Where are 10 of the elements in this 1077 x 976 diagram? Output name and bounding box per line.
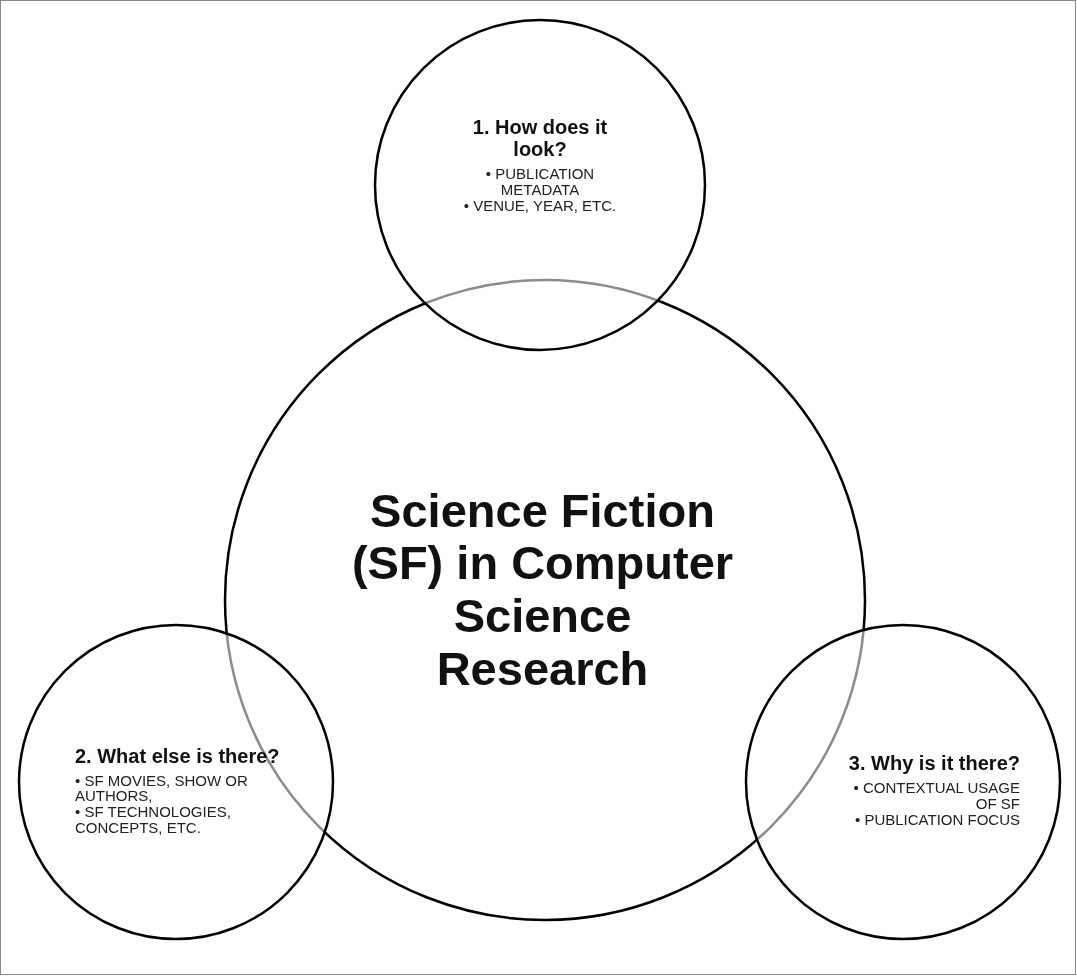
bullet-item: • PUBLICATION METADATA (484, 166, 596, 198)
topic-heading: 1. How does it look? (471, 116, 609, 161)
bullet-item: • CONTEXTUAL USAGE OF SF (852, 780, 1020, 812)
topic-heading: 2. What else is there? (75, 744, 280, 767)
bullet-item: • SF TECHNOLOGIES, CONCEPTS, ETC. (75, 804, 232, 836)
bullet-item: • PUBLICATION FOCUS (854, 811, 1020, 828)
central-title: Science Fiction (SF) in Computer Science Research (350, 484, 735, 696)
bullet-item: • SF MOVIES, SHOW OR AUTHORS, (75, 772, 249, 804)
topic-heading: 3. Why is it there? (848, 752, 1020, 775)
bullet-item: • VENUE, YEAR, ETC. (462, 197, 618, 214)
